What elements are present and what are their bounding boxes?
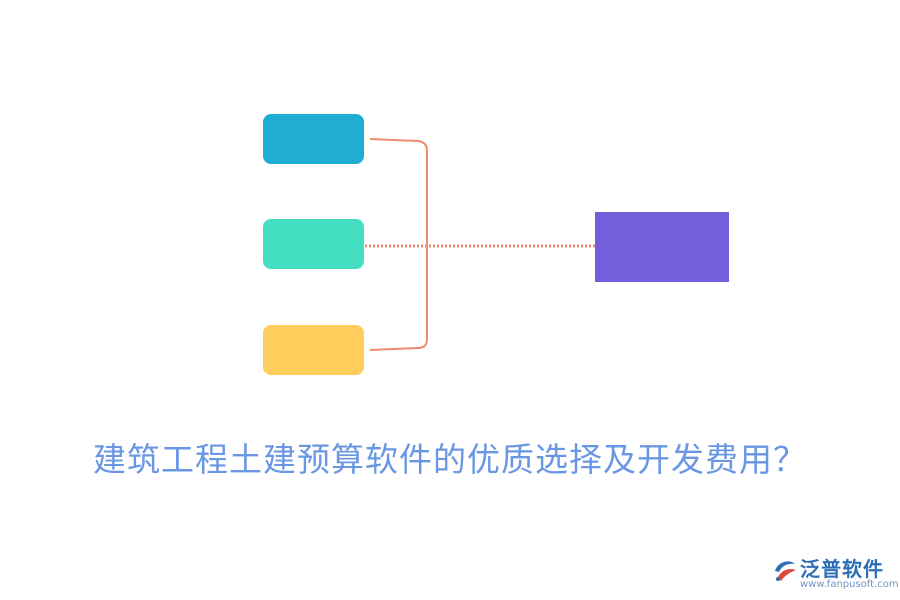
- page-title: 建筑工程土建预算软件的优质选择及开发费用？: [93, 440, 807, 479]
- logo-name: 泛普软件: [800, 557, 884, 581]
- bottom-box: [263, 325, 364, 375]
- target-box: [595, 212, 729, 282]
- middle-box: [263, 219, 364, 269]
- top-box: [263, 114, 364, 164]
- logo-url: www.fanpusoft.com: [800, 579, 899, 590]
- brand-logo: 泛普软件 www.fanpusoft.com: [768, 551, 899, 595]
- logo-mark-icon: [775, 561, 796, 581]
